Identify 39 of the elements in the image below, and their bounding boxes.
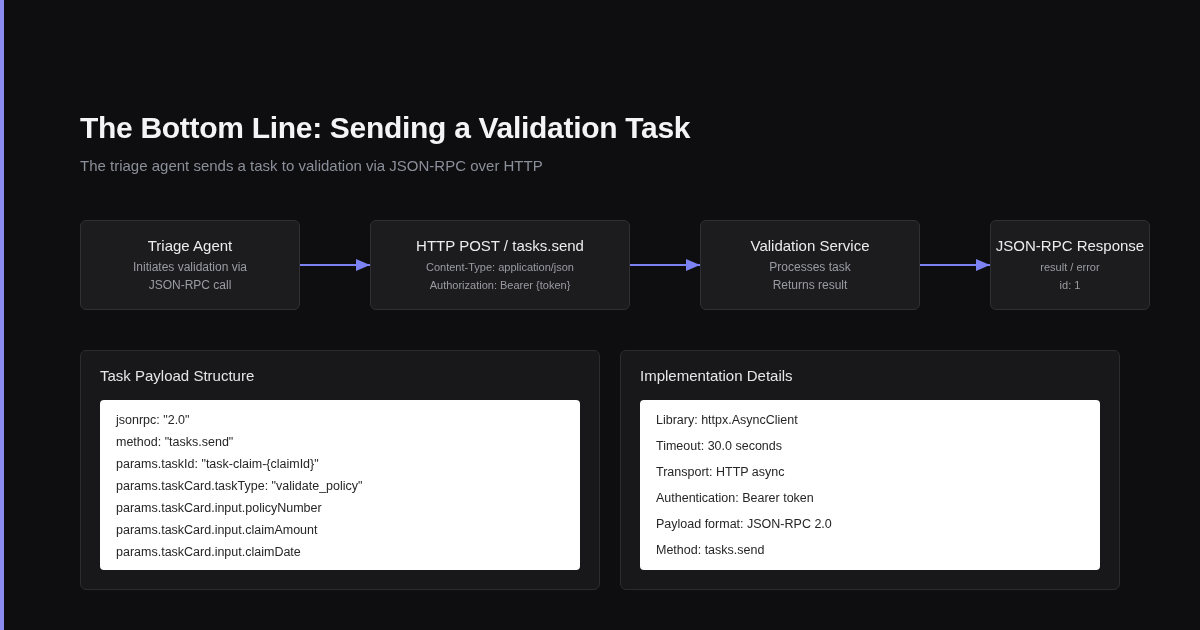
info-panel xyxy=(80,350,600,590)
list-item: jsonrpc: "2.0" xyxy=(116,412,190,429)
list-item: params.taskCard.input.claimDate xyxy=(116,544,301,561)
list-item: Timeout: 30.0 seconds xyxy=(656,438,782,455)
process-box xyxy=(990,220,1150,310)
node-description: result / error xyxy=(1040,260,1100,275)
arrow xyxy=(629,259,701,271)
list-item: params.taskCard.input.claimAmount xyxy=(116,522,318,539)
subtitle: The triage agent sends a task to validation via JSON-RPC over HTTP xyxy=(80,156,543,176)
process-box xyxy=(80,220,300,310)
node-title: Validation Service xyxy=(750,236,870,255)
content-card xyxy=(100,400,580,570)
info-panel xyxy=(620,350,1120,590)
node-description: Returns result xyxy=(772,277,848,294)
panel-title: Implementation Details xyxy=(640,366,793,385)
list-item: params.taskId: "task-claim-{claimId}" xyxy=(116,456,319,473)
list-item: params.taskCard.taskType: "validate_policy" xyxy=(116,478,363,495)
node-description: Authorization: Bearer {token} xyxy=(429,278,571,293)
process-box xyxy=(370,220,630,310)
node-title: HTTP POST / tasks.send xyxy=(416,236,584,255)
list-item: Library: httpx.AsyncClient xyxy=(656,412,798,429)
node-title: JSON-RPC Response xyxy=(995,236,1145,255)
node-description: Initiates validation via JSON-RPC call xyxy=(131,259,249,294)
list-item: Authentication: Bearer token xyxy=(656,490,814,507)
node-description: Content-Type: application/json xyxy=(426,260,574,275)
arrow xyxy=(299,259,371,271)
node-description: Processes task xyxy=(769,259,851,276)
node-title: Triage Agent xyxy=(147,236,233,255)
arrow xyxy=(919,259,991,271)
list-item: Method: tasks.send xyxy=(656,542,765,559)
page-title: The Bottom Line: Sending a Validation Task xyxy=(80,110,691,146)
node-description: id: 1 xyxy=(1059,278,1081,293)
list-item: Transport: HTTP async xyxy=(656,464,785,481)
process-box xyxy=(700,220,920,310)
list-item: method: "tasks.send" xyxy=(116,434,234,451)
list-item: Payload format: JSON-RPC 2.0 xyxy=(656,516,832,533)
content-card xyxy=(640,400,1100,570)
list-item: params.taskCard.input.policyNumber xyxy=(116,500,322,517)
panel-title: Task Payload Structure xyxy=(100,366,255,385)
